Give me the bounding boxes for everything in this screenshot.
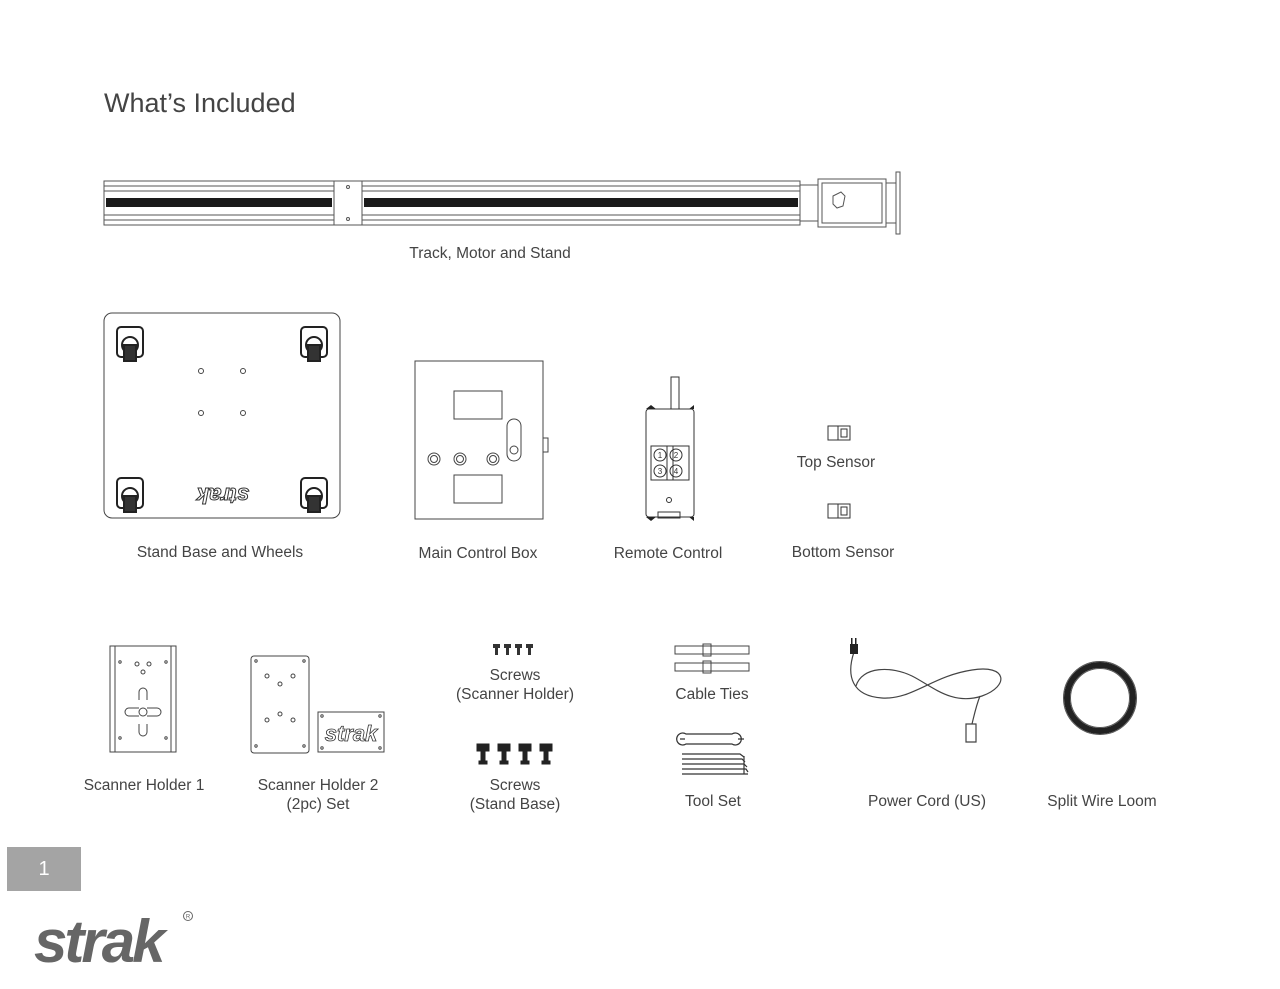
remote-control-label: Remote Control — [613, 545, 723, 562]
bottom-sensor-icon — [826, 502, 852, 520]
wire-loom-illustration — [1058, 656, 1142, 740]
strak-logo-text: strak — [34, 908, 168, 968]
scanner-holder-2-label: Scanner Holder 2 (2pc) Set — [238, 776, 398, 814]
svg-text:3: 3 — [658, 467, 663, 476]
tool-set-illustration — [676, 728, 750, 778]
base-logo: strak — [195, 483, 249, 508]
stand-base-label: Stand Base and Wheels — [136, 544, 304, 561]
stand-base-illustration: strak — [100, 310, 346, 524]
holder-logo: strak — [325, 721, 379, 746]
screws-stand-line1: Screws — [489, 777, 541, 794]
screws-stand-line2: (Stand Base) — [469, 796, 561, 813]
scanner-holder-1-label: Scanner Holder 1 — [83, 777, 205, 794]
scanner-holder-screws-illustration — [493, 644, 533, 655]
scanner-holder-2-illustration: strak — [246, 652, 390, 760]
top-sensor-label: Top Sensor — [796, 454, 876, 471]
page-number: 1 — [7, 847, 81, 891]
scanner-holder-1-illustration — [104, 642, 182, 758]
bottom-sensor-label: Bottom Sensor — [791, 544, 895, 561]
svg-text:4: 4 — [674, 467, 679, 476]
scanner-holder-2-line2: (2pc) Set — [286, 796, 350, 813]
screws-scanner-line1: Screws — [489, 667, 541, 684]
track-label: Track, Motor and Stand — [409, 245, 571, 262]
top-sensor-icon — [826, 424, 852, 442]
control-box-label: Main Control Box — [418, 545, 538, 562]
stand-base-screws-illustration — [474, 742, 558, 766]
page-title: What’s Included — [104, 88, 296, 118]
control-box-illustration — [412, 358, 552, 524]
svg-text:2: 2 — [674, 451, 679, 460]
screws-scanner-line2: (Scanner Holder) — [455, 686, 575, 703]
strak-logo: strak R — [34, 908, 193, 968]
svg-text:1: 1 — [658, 451, 663, 460]
screws-scanner-label: Screws (Scanner Holder) — [440, 666, 590, 704]
tool-set-label: Tool Set — [684, 793, 741, 810]
power-cord-illustration — [850, 638, 1012, 748]
scanner-holder-2-line1: Scanner Holder 2 — [257, 777, 379, 794]
cable-ties-illustration — [672, 642, 752, 676]
wire-loom-label: Split Wire Loom — [1047, 793, 1157, 810]
power-cord-label: Power Cord (US) — [868, 793, 986, 810]
track-motor-stand-illustration — [100, 168, 910, 240]
remote-control-illustration: 1 2 3 4 — [638, 374, 700, 521]
svg-text:R: R — [186, 915, 191, 921]
screws-stand-label: Screws (Stand Base) — [440, 776, 590, 814]
cable-ties-label: Cable Ties — [675, 686, 749, 703]
